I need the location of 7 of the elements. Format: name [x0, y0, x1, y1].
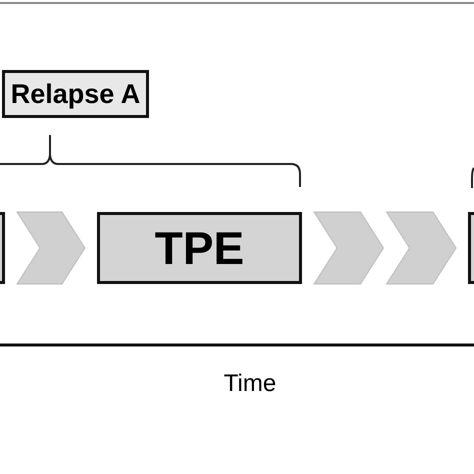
chevron-arrow	[16, 212, 86, 284]
process-box	[97, 212, 302, 284]
box-text: Relapse A	[10, 80, 140, 108]
axis-label: Time	[222, 369, 278, 399]
box-text: TPE	[154, 225, 244, 271]
chevron-arrow	[313, 212, 457, 284]
label-box	[2, 70, 149, 118]
